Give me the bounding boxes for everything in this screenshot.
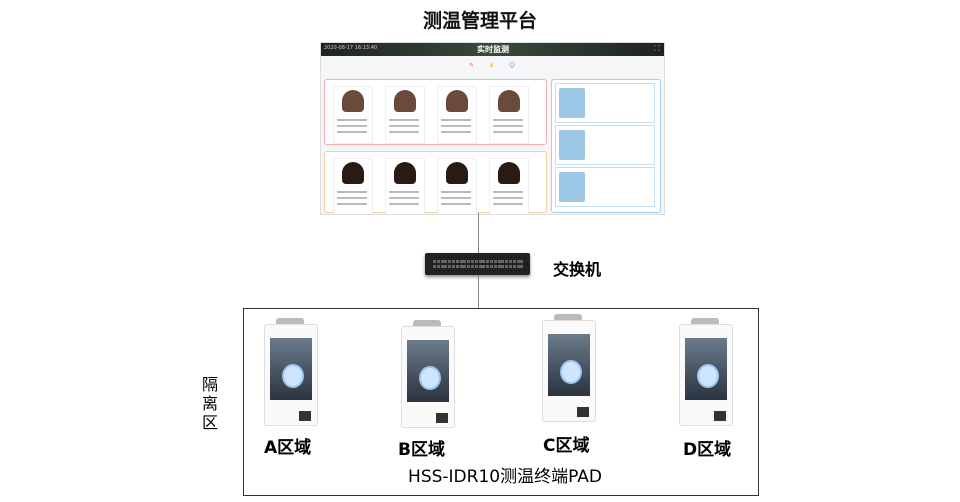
switch-port <box>493 260 497 263</box>
pen-icon: ✎ <box>469 62 475 69</box>
switch-port <box>455 260 459 263</box>
switch-port <box>505 265 509 268</box>
switch-port <box>471 260 474 263</box>
switch-port <box>509 260 512 263</box>
switch-port <box>471 265 474 268</box>
switch-port <box>433 265 436 268</box>
switch-port <box>505 260 509 263</box>
isolation-zone <box>243 308 759 496</box>
switch-port <box>467 260 471 263</box>
switch-port <box>463 260 467 263</box>
diagram-title: 测温管理平台 <box>422 10 537 32</box>
switch-port <box>486 260 490 263</box>
switch-port <box>501 265 505 268</box>
switch-port <box>467 265 471 268</box>
switch-port <box>520 265 524 268</box>
switch-port <box>474 260 478 263</box>
device-label-d: D区域 <box>683 440 732 460</box>
connector-line <box>478 213 479 253</box>
switch-port <box>452 265 455 268</box>
device-label-b: B区域 <box>398 440 445 460</box>
connector-line <box>478 275 479 308</box>
switch-label: 交换机 <box>553 260 602 279</box>
switch-port <box>478 265 482 268</box>
switch-port <box>520 260 524 263</box>
crown-icon: ♛ <box>489 62 495 69</box>
user-icon: ☺ <box>509 62 516 69</box>
switch-port <box>486 265 490 268</box>
switch-port <box>459 260 463 263</box>
expand-icon: ⛶ <box>654 44 660 53</box>
fever-panel <box>324 79 547 145</box>
switch-port <box>490 260 493 263</box>
timestamp: 2020-08-17 16:13:40 <box>324 45 378 51</box>
device-c <box>540 314 596 422</box>
device-d <box>677 318 733 426</box>
switch-port <box>493 265 497 268</box>
switch-port <box>501 260 505 263</box>
zone-label: 隔离区 <box>201 375 218 432</box>
switch-port <box>509 265 512 268</box>
switch-port <box>459 265 463 268</box>
switch-port <box>452 260 455 263</box>
record-panel <box>551 79 661 213</box>
device-caption: HSS-IDR10测温终端PAD <box>408 467 602 487</box>
switch-port <box>440 265 444 268</box>
switch-port <box>448 265 452 268</box>
device-a <box>262 318 318 426</box>
switch-port <box>444 260 448 263</box>
platform-header: 实时监测 <box>477 45 509 54</box>
switch-port <box>478 260 482 263</box>
switch-port <box>436 260 440 263</box>
warning-panel <box>324 151 547 214</box>
switch-port <box>497 260 501 263</box>
switch-port <box>440 260 444 263</box>
device-b <box>399 320 455 428</box>
switch-port <box>436 265 440 268</box>
switch-port <box>448 260 452 263</box>
switch-port <box>516 265 520 268</box>
device-label-c: C区域 <box>543 436 590 456</box>
switch-port <box>512 265 516 268</box>
switch-port <box>512 260 516 263</box>
switch-port <box>474 265 478 268</box>
switch-port <box>482 260 486 263</box>
switch-port <box>433 260 436 263</box>
network-switch <box>425 253 530 275</box>
switch-port <box>516 260 520 263</box>
switch-port <box>497 265 501 268</box>
platform-screenshot: 2020-08-17 16:13:40 实时监测 ⛶ ✎ ♛ ☺ <box>320 42 665 215</box>
device-label-a: A区域 <box>264 438 312 458</box>
switch-port <box>490 265 493 268</box>
switch-port <box>463 265 467 268</box>
switch-port <box>482 265 486 268</box>
switch-port <box>444 265 448 268</box>
switch-port <box>455 265 459 268</box>
platform-topbar: 2020-08-17 16:13:40 实时监测 ⛶ <box>321 43 664 56</box>
